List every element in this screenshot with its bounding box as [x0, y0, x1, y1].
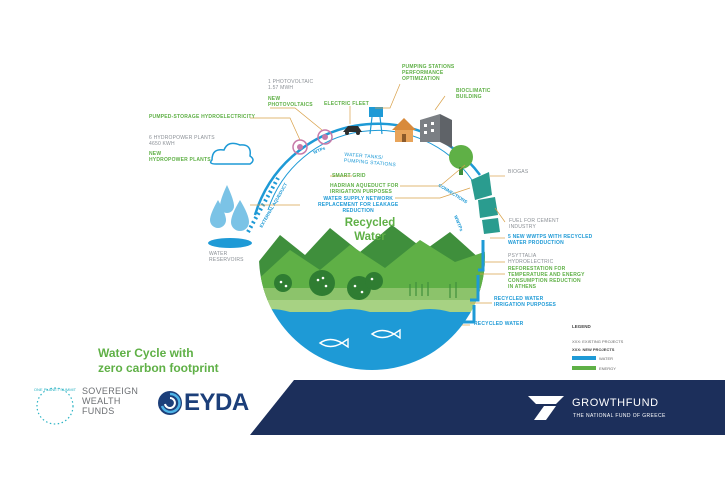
growthfund-name: GROWTHFUND: [572, 397, 659, 409]
hadrian-aqueduct-label: HADRIAN AQUEDUCT FOR IRRIGATION PURPOSES: [330, 183, 399, 195]
leader-lines: [250, 83, 506, 326]
recycled-pipes: [462, 240, 485, 324]
one-planet-logo: ONE PLANET SUMMIT: [34, 387, 77, 425]
legend-title: LEGEND: [572, 324, 591, 329]
growthfund-subtitle: THE NATIONAL FUND OF GREECE: [573, 413, 666, 419]
growthfund-band: [250, 380, 725, 435]
water-tower-icon: [369, 107, 383, 135]
fuel-cement-label: FUEL FOR CEMENT INDUSTRY: [509, 218, 560, 230]
cloud-icon: [209, 142, 254, 165]
psyttalia-label: PSYTTALIA HYDROELECTRIC: [508, 253, 554, 265]
eydap-logo-icon: [158, 391, 182, 415]
legend-energy: ENERGY: [599, 366, 616, 371]
recycled-water-label: RECYCLED WATER: [474, 321, 524, 327]
new-wwtps-label: 5 NEW WWTPS WITH RECYCLED WATER PRODUCTI…: [508, 234, 593, 246]
new-hydropower-label: NEW HYDROPOWER PLANTS: [149, 151, 211, 163]
center-title: Recycled Water: [344, 217, 396, 243]
legend-energy-swatch: [572, 366, 596, 370]
legend-water-swatch: [572, 356, 596, 360]
pumping-stations-label: PUMPING STATIONS PERFORMANCE OPTIMIZATIO…: [402, 64, 455, 82]
legend-existing: XXX: EXISTING PROJECTS: [572, 339, 624, 344]
growthfund-logo-icon: [528, 396, 564, 420]
bioclimatic-building-label: BIOCLIMATIC BUILDING: [456, 88, 491, 100]
legend-new: XXX: NEW PROJECTS: [572, 347, 615, 352]
building-icon: [420, 114, 452, 148]
one-planet-text: ONE PLANET SUMMIT: [34, 387, 77, 392]
electric-fleet-label: ELECTRIC FLEET: [324, 101, 370, 107]
crops: [409, 282, 457, 298]
water-drop-icon: [210, 185, 249, 231]
main-title: Water Cycle with zero carbon footprint: [98, 346, 219, 375]
reforestation-label: REFORESTATION FOR TEMPERATURE AND ENERGY…: [508, 266, 585, 290]
swf-text: SOVEREIGN WEALTH FUNDS: [82, 386, 139, 416]
house-icon: [392, 118, 416, 142]
biogas-label: BIOGAS: [508, 169, 529, 175]
water-reservoirs-label: WATER RESERVOIRS: [209, 251, 244, 263]
legend-water: WATER: [599, 356, 613, 361]
wwtps-label: WWTPs: [453, 215, 464, 233]
network-replacement-label: WATER SUPPLY NETWORK REPLACEMENT FOR LEA…: [318, 196, 399, 214]
electric-car-icon: [343, 126, 362, 135]
wtps-label: WTPs: [313, 145, 327, 155]
smart-grid-label: SMART GRID: [332, 173, 366, 179]
pumped-storage-label: PUMPED-STORAGE HYDROELECTRICITY: [149, 114, 256, 120]
reservoir: [208, 238, 252, 248]
new-photovoltaics-label: NEW PHOTOVOLTAICS: [268, 96, 313, 108]
photovoltaic-existing-label: 1 PHOTOVOLTAIC 1.57 MWH: [268, 79, 314, 91]
wwtp-plant-icon: [471, 172, 500, 234]
trees: [274, 270, 383, 300]
recycled-irrigation-label: RECYCLED WATER IRRIGATION PURPOSES: [494, 296, 557, 308]
tree-icon: [449, 145, 473, 175]
band-cut: [250, 380, 294, 435]
fish: [318, 328, 401, 349]
hydropower-existing-label: 6 HYDROPOWER PLANTS 4650 KWH: [149, 135, 215, 147]
